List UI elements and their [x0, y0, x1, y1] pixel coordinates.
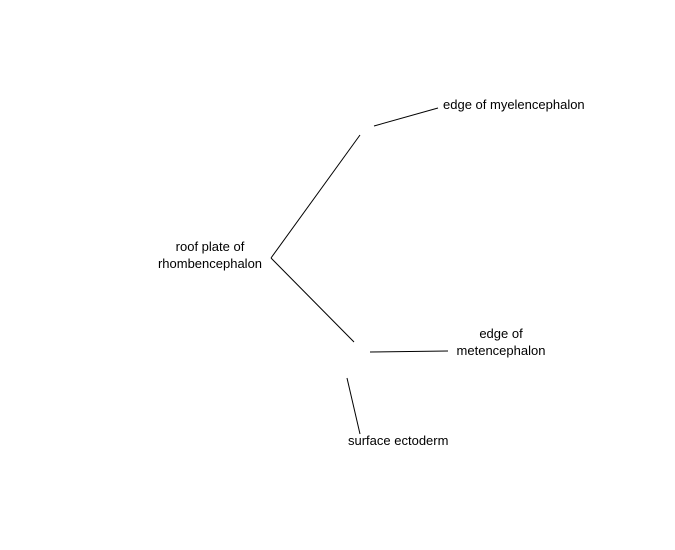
label-roof-plate: roof plate of rhombencephalon: [148, 238, 272, 272]
line-roof-plate-to-lower: [270, 257, 355, 343]
label-metencephalon-line2: metencephalon: [456, 343, 546, 358]
label-surface-ectoderm: surface ectoderm: [348, 433, 449, 448]
line-myelencephalon-leader: [373, 107, 439, 127]
label-roof-plate-line2: rhombencephalon: [157, 256, 263, 271]
label-roof-plate-line1: roof plate of: [175, 239, 245, 254]
label-myelencephalon: edge of myelencephalon: [443, 97, 585, 112]
line-surface-ectoderm-leader: [346, 377, 361, 435]
line-metencephalon-leader: [369, 350, 449, 353]
label-metencephalon: edge of metencephalon: [446, 325, 556, 359]
label-metencephalon-line1: edge of: [479, 326, 523, 341]
line-roof-plate-to-upper: [270, 134, 361, 259]
